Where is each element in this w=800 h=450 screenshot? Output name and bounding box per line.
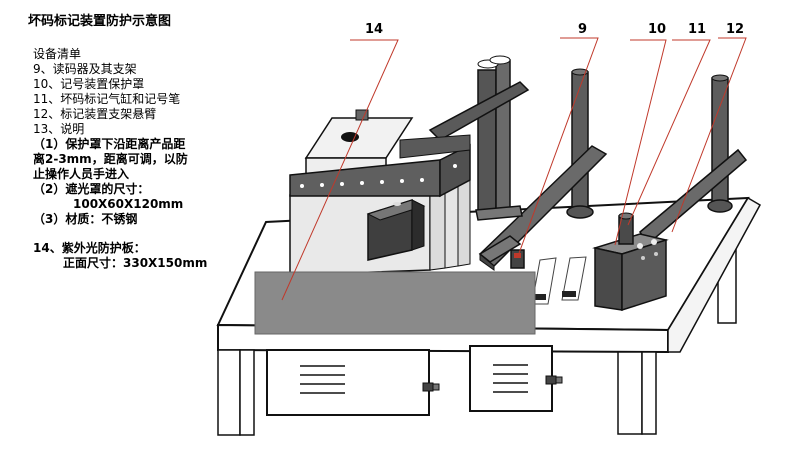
code-reader	[510, 249, 525, 269]
note-2-line-2: 100X60X120mm	[73, 197, 184, 211]
drawer-right	[469, 345, 563, 412]
note-2-line-1: （2）遮光罩的尺寸：	[33, 182, 150, 196]
drawer-left	[266, 349, 440, 416]
marking-cylinder-and-pen	[618, 212, 634, 245]
legend-item-11: 11、坏码标记气缸和记号笔	[33, 92, 181, 106]
callout-10: 10	[648, 22, 667, 37]
note-1-line-2: 离2-3mm，距离可调，以防	[33, 152, 188, 166]
legend-item-14-size: 正面尺寸：330X150mm	[63, 256, 208, 270]
code-reader-bracket	[428, 55, 530, 221]
uv-protection-panel	[254, 271, 536, 335]
product-strips	[531, 256, 587, 305]
guide-rail	[478, 235, 522, 263]
callout-11: 11	[688, 22, 707, 37]
callout-leaders	[281, 37, 747, 301]
page-title: 坏码标记装置防护示意图	[28, 14, 172, 29]
note-3: （3）材质：不锈钢	[33, 212, 138, 226]
support-pillar-left	[566, 68, 594, 219]
note-1-line-1: （1）保护罩下沿距离产品距	[33, 137, 186, 151]
legend-item-13: 13、说明	[33, 122, 85, 136]
note-1-line-3: 止操作人员手进入	[33, 167, 130, 181]
equipment-legend: 设备清单 9、读码器及其支架 10、记号装置保护罩 11、坏码标记气缸和记号笔 …	[33, 47, 245, 271]
legend-item-9: 9、读码器及其支架	[33, 62, 137, 76]
callout-14: 14	[365, 22, 384, 37]
legend-item-12: 12、标记装置支架悬臂	[33, 107, 157, 121]
legend-heading: 设备清单	[33, 47, 82, 61]
callout-9: 9	[578, 22, 588, 37]
legend-item-14: 14、紫外光防护板：	[33, 241, 146, 255]
marking-device-housing	[289, 109, 471, 276]
callout-12: 12	[726, 22, 745, 37]
marker-protective-cover	[592, 233, 669, 312]
support-pillar-right	[707, 74, 733, 213]
legend-item-10: 10、记号装置保护罩	[33, 77, 145, 91]
